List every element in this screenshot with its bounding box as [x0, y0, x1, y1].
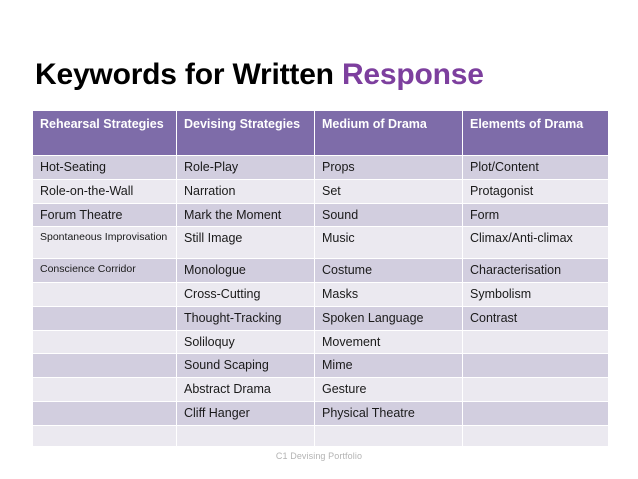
cell-rehearsal: Role-on-the-Wall — [32, 178, 177, 204]
table-row: Role-on-the-Wall Narration Set Protagoni… — [32, 178, 609, 204]
page-title: Keywords for Written Response — [35, 58, 484, 91]
cell-medium: Mime — [314, 353, 463, 378]
cell-devising: Soliloquy — [176, 329, 315, 355]
cell-devising: Narration — [176, 178, 315, 204]
cell-rehearsal: Hot-Seating — [32, 155, 177, 180]
cell-medium: Sound — [314, 202, 463, 228]
cell-elements — [462, 353, 609, 378]
cell-rehearsal — [32, 353, 177, 378]
cell-elements — [462, 424, 609, 447]
cell-elements: Form — [462, 202, 609, 228]
cell-medium: Music — [314, 226, 463, 260]
cell-devising: Role-Play — [176, 155, 315, 180]
cell-rehearsal — [32, 400, 177, 426]
cell-rehearsal — [32, 329, 177, 355]
cell-devising: Cross-Cutting — [176, 282, 315, 307]
cell-rehearsal — [32, 282, 177, 307]
table-row: Hot-Seating Role-Play Props Plot/Content — [32, 155, 609, 180]
table-row: Sound Scaping Mime — [32, 353, 609, 378]
cell-devising: Cliff Hanger — [176, 400, 315, 426]
table-body: Hot-Seating Role-Play Props Plot/Content… — [32, 155, 609, 447]
cell-rehearsal — [32, 424, 177, 447]
table-row: Thought-Tracking Spoken Language Contras… — [32, 305, 609, 331]
footer-watermark: C1 Devising Portfolio — [275, 451, 363, 461]
cell-elements: Climax/Anti-climax — [462, 226, 609, 260]
table-row: Soliloquy Movement — [32, 329, 609, 355]
table-row: Spontaneous Improvisation Still Image Mu… — [32, 226, 609, 260]
cell-medium: Set — [314, 178, 463, 204]
table-row: Abstract Drama Gesture — [32, 377, 609, 402]
cell-elements — [462, 329, 609, 355]
table-row: Conscience Corridor Monologue Costume Ch… — [32, 258, 609, 283]
cell-devising: Thought-Tracking — [176, 305, 315, 331]
table-row: Forum Theatre Mark the Moment Sound Form — [32, 202, 609, 228]
cell-devising: Monologue — [176, 258, 315, 283]
page-title-plain: Keywords for Written — [35, 58, 342, 92]
cell-rehearsal: Spontaneous Improvisation — [32, 226, 177, 260]
cell-elements — [462, 377, 609, 402]
cell-elements: Protagonist — [462, 178, 609, 204]
cell-devising: Sound Scaping — [176, 353, 315, 378]
cell-devising: Mark the Moment — [176, 202, 315, 228]
cell-elements: Symbolism — [462, 282, 609, 307]
cell-medium: Costume — [314, 258, 463, 283]
column-header-elements-of-drama: Elements of Drama — [462, 110, 609, 156]
column-header-rehearsal-strategies: Rehearsal Strategies — [32, 110, 177, 156]
cell-rehearsal: Conscience Corridor — [32, 258, 177, 283]
cell-elements: Contrast — [462, 305, 609, 331]
table-row: Cross-Cutting Masks Symbolism — [32, 282, 609, 307]
cell-devising: Still Image — [176, 226, 315, 260]
cell-medium: Physical Theatre — [314, 400, 463, 426]
table-header-row: Rehearsal Strategies Devising Strategies… — [32, 110, 609, 156]
keywords-table: Rehearsal Strategies Devising Strategies… — [32, 110, 609, 447]
cell-medium: Gesture — [314, 377, 463, 402]
table-header: Rehearsal Strategies Devising Strategies… — [32, 110, 609, 156]
cell-rehearsal — [32, 377, 177, 402]
cell-rehearsal — [32, 305, 177, 331]
column-header-devising-strategies: Devising Strategies — [176, 110, 315, 156]
cell-medium: Props — [314, 155, 463, 180]
cell-elements — [462, 400, 609, 426]
table-row: Cliff Hanger Physical Theatre — [32, 400, 609, 426]
page-title-accent: Response — [341, 58, 484, 92]
cell-rehearsal: Forum Theatre — [32, 202, 177, 228]
cell-elements: Characterisation — [462, 258, 609, 283]
keywords-table-container: Rehearsal Strategies Devising Strategies… — [32, 110, 609, 447]
column-header-medium-of-drama: Medium of Drama — [314, 110, 463, 156]
cell-devising — [176, 424, 315, 447]
cell-medium — [314, 424, 463, 447]
cell-elements: Plot/Content — [462, 155, 609, 180]
cell-devising: Abstract Drama — [176, 377, 315, 402]
table-row — [32, 424, 609, 447]
cell-medium: Movement — [314, 329, 463, 355]
cell-medium: Masks — [314, 282, 463, 307]
cell-medium: Spoken Language — [314, 305, 463, 331]
